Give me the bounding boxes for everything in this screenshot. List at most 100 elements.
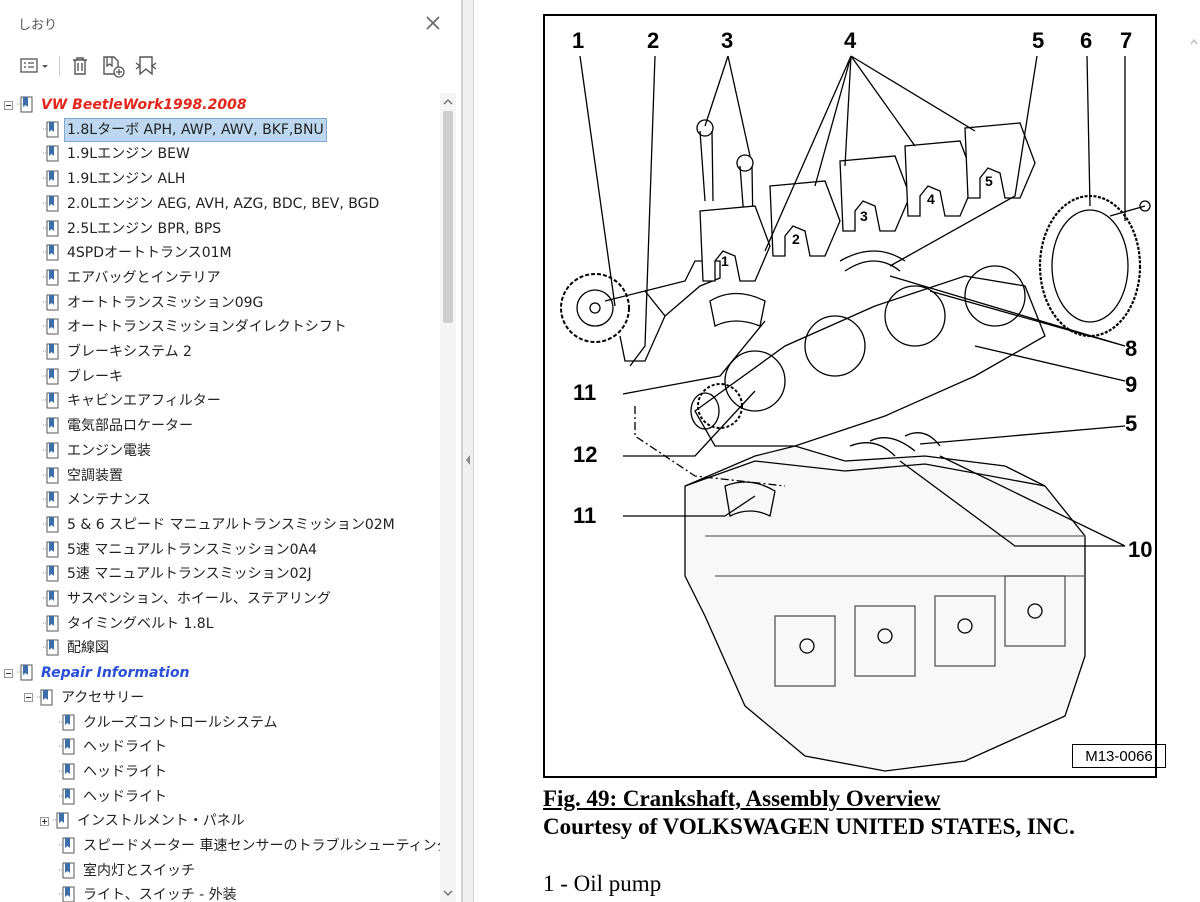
bookmark-icon [59,763,75,780]
bookmark-item[interactable]: スピードメーター 車速センサーのトラブルシューティング [52,834,440,858]
bookmark-label: 室内灯とスイッチ [83,862,195,879]
bookmark-item[interactable]: 空調装置 [36,464,125,488]
document-scrollbar[interactable] [1188,0,1200,902]
bookmark-label: ヘッドライト [83,788,167,805]
bookmark-label: キャビンエアフィルター [67,393,221,410]
bookmarks-panel: しおり [0,0,462,902]
bookmark-item[interactable]: クルーズコントロールシステム [52,711,279,735]
bookmark-item[interactable]: 5速 マニュアルトランスミッション02J [36,562,314,586]
bookmark-item[interactable]: エンジン電装 [36,439,153,463]
bookmark-item[interactable]: 1.9Lエンジン BEW [36,142,192,166]
callout-label: 8 [1125,336,1138,361]
figure-caption-credit: Courtesy of VOLKSWAGEN UNITED STATES, IN… [543,814,1075,839]
callout-label: 9 [1125,372,1138,397]
bookmark-item[interactable]: アクセサリー [24,686,146,710]
bookmark-icon [59,862,75,879]
bookmark-icon [53,812,69,829]
bookmark-label: 5 & 6 スピード マニュアルトランスミッション02M [67,516,395,533]
bookmark-label: 1.9Lエンジン ALH [67,171,186,188]
bookmark-label: インストルメント・パネル [77,813,245,830]
panel-title: しおり [18,18,58,33]
scroll-up-icon[interactable] [443,97,453,107]
scroll-thumb[interactable] [443,111,453,323]
bookmark-label: オートトランスミッション09G [67,294,264,311]
panel-splitter[interactable] [462,0,474,902]
bookmark-label: 配線図 [67,640,109,657]
callout-label: 4 [844,28,857,53]
bookmark-icon [43,491,59,508]
bookmark-label: 2.0Lエンジン AEG, AVH, AZG, BDC, BEV, BGD [67,195,380,212]
options-menu-button[interactable] [18,52,52,80]
bookmark-item[interactable]: 電気部品ロケーター [36,414,195,438]
bookmark-item[interactable]: サスペンション、ホイール、ステアリング [36,587,333,611]
bookmark-label: ライト、スイッチ - 外装 [83,887,237,902]
bookmark-label: ブレーキシステム 2 [67,344,192,360]
bookmark-icon [43,170,59,187]
bookmark-item[interactable]: ヘッドライト [52,760,169,784]
bookmark-item[interactable]: 1.9Lエンジン ALH [36,167,187,191]
bookmark-item[interactable]: ヘッドライト [52,735,169,759]
bookmark-icon [43,590,59,607]
bookmark-item[interactable]: 5 & 6 スピード マニュアルトランスミッション02M [36,513,397,537]
bookmark-item[interactable]: 2.5Lエンジン BPR, BPS [36,217,223,241]
figure-code: M13-0066 [1072,744,1166,768]
callout-label: 11 [573,503,597,528]
bookmark-item[interactable]: Repair Information [4,661,192,685]
bookmark-item[interactable]: ライト、スイッチ - 外装 [52,883,239,902]
bookmark-item[interactable]: ブレーキシステム 2 [36,340,194,364]
bookmark-toolbar [0,48,461,84]
bookmark-item[interactable]: ブレーキ [36,365,125,389]
bookmark-item[interactable]: 1.8Lターボ APH, AWP, AWV, BKF,BNU [36,117,327,142]
bookmark-label: 5速 マニュアルトランスミッション0A4 [67,541,318,558]
bookmark-label: ヘッドライト [83,763,167,780]
bookmark-icon [43,318,59,335]
bookmark-icon [43,442,59,459]
collapse-icon[interactable] [4,100,13,110]
bookmark-label: オートトランスミッションダイレクトシフト [67,319,347,336]
bookmark-icon [43,417,59,434]
bookmark-item[interactable]: メンテナンス [36,488,153,512]
collapse-icon[interactable] [24,693,33,703]
bookmark-icon [43,516,59,533]
parts-list-item: 1 - Oil pump [543,871,662,896]
scroll-up-icon[interactable] [1188,34,1200,50]
new-bookmark-button[interactable] [100,52,126,80]
bookmark-icon [59,886,75,902]
bookmark-item[interactable]: 5速 マニュアルトランスミッション0A4 [36,538,319,562]
bookmark-scrollbar[interactable] [440,93,456,902]
bookmark-item[interactable]: オートトランスミッションダイレクトシフト [36,315,349,339]
bookmark-item[interactable]: オートトランスミッション09G [36,291,265,315]
bookmark-item[interactable]: VW BeetleWork1998.2008 [4,93,249,117]
bookmark-label: メンテナンス [67,492,151,509]
delete-bookmark-button[interactable] [68,52,92,80]
bookmark-icon [43,195,59,212]
bookmark-label: サスペンション、ホイール、ステアリング [67,591,331,607]
bookmark-item[interactable]: 配線図 [36,636,111,660]
bookmark-item[interactable]: 室内灯とスイッチ [52,859,197,883]
bookmark-icon [43,343,59,360]
close-icon [426,16,440,30]
bookmark-label: ブレーキ [67,368,123,385]
bookmark-label: 電気部品ロケーター [67,418,193,435]
figure-caption-title: Fig. 49: Crankshaft, Assembly Overview [543,786,941,811]
expand-bookmark-button[interactable] [133,52,159,80]
expand-icon[interactable] [40,816,49,826]
close-panel-button[interactable] [422,12,444,34]
bookmark-item[interactable]: インストルメント・パネル [40,809,247,833]
collapse-arrow-icon[interactable] [463,450,473,470]
bookmark-label: エンジン電装 [67,442,151,459]
bookmark-item[interactable]: ヘッドライト [52,785,169,809]
scroll-down-icon[interactable] [443,888,453,898]
bookmark-icon [59,837,75,854]
bookmark-item[interactable]: 2.0Lエンジン AEG, AVH, AZG, BDC, BEV, BGD [36,192,381,216]
bookmark-expand-icon [135,56,157,76]
bookmark-label: タイミングベルト 1.8L [67,615,214,632]
bookmark-icon [37,689,53,706]
crankshaft-figure: 1 2 3 4 5 1 2 3 4 5 6 7 8 9 11 5 12 11 1… [543,14,1166,778]
bookmark-item[interactable]: キャビンエアフィルター [36,389,223,413]
bookmark-item[interactable]: タイミングベルト 1.8L [36,612,216,636]
bookmark-item[interactable]: エアバッグとインテリア [36,266,222,290]
bookmark-item[interactable]: 4SPDオートトランス01M [36,241,234,265]
collapse-icon[interactable] [4,668,13,678]
bookmark-label: ヘッドライト [83,739,167,756]
